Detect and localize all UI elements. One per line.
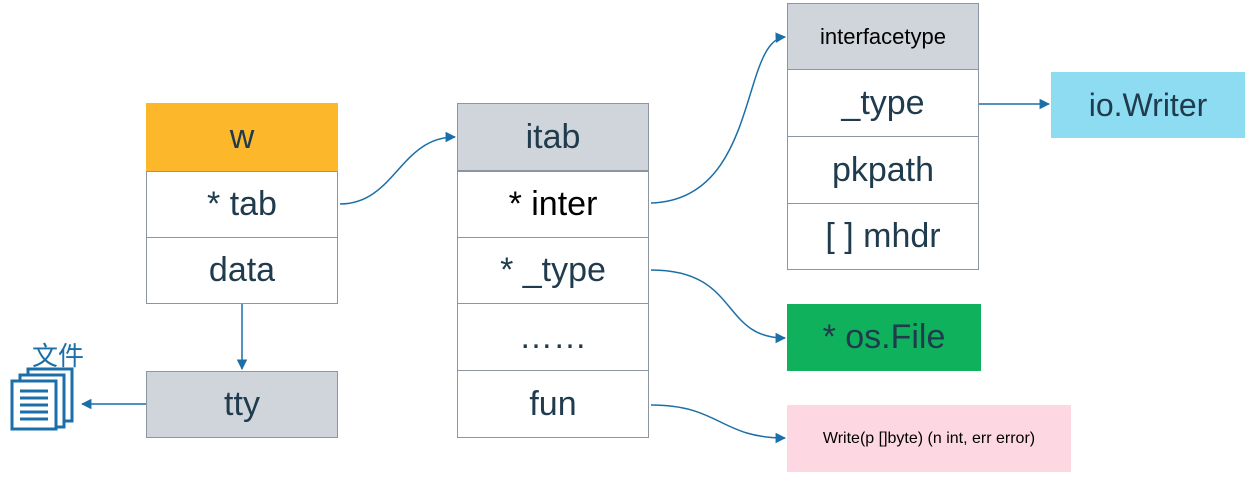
arrow-fun-to-write [650,404,787,444]
arrow-tab-to-itab [339,131,457,205]
itab-field-fun: fun [457,370,649,438]
arrow-inter-to-interfacetype [650,32,787,204]
itab-field-type: * _type [457,237,649,304]
tty-box: tty [146,371,338,438]
w-struct-header: w [146,103,338,171]
itab-header: itab [457,103,649,171]
interfacetype-header: interfacetype [787,3,979,70]
interfacetype-field-pkpath: pkpath [787,136,979,204]
os-file-box: * os.File [787,304,981,371]
arrow-itype-to-osfile [650,269,787,344]
write-signature-box: Write(p []byte) (n int, err error) [787,405,1071,472]
interfacetype-field-mhdr: [ ] mhdr [787,203,979,270]
interfacetype-field-type: _type [787,69,979,137]
io-writer-box: io.Writer [1051,72,1245,138]
file-stack-icon [8,367,80,431]
itab-field-inter: * inter [457,171,649,238]
itab-field-ellipsis: …… [457,303,649,371]
file-label: 文件 [32,342,85,372]
w-field-data: data [146,237,338,304]
